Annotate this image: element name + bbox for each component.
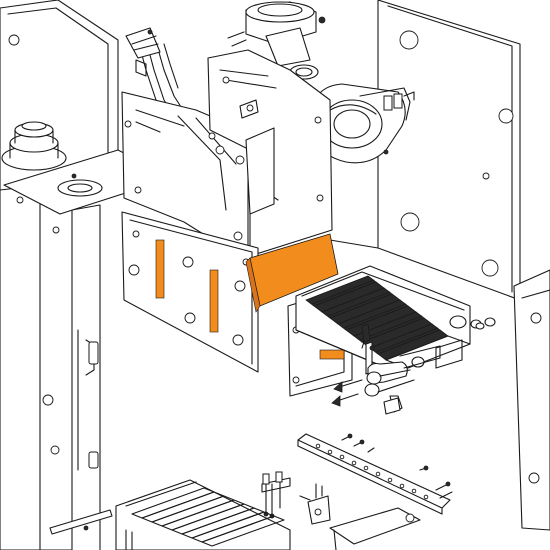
right-casing-panel bbox=[513, 269, 550, 531]
left-casing-panel bbox=[0, 0, 119, 550]
inspection-window-right bbox=[209, 269, 219, 333]
combustion-front-cover bbox=[121, 211, 259, 373]
fan-assembly-top bbox=[227, 1, 326, 80]
burner-ramp bbox=[49, 479, 291, 550]
burner-frame bbox=[329, 507, 421, 550]
pipe-connections bbox=[361, 323, 441, 415]
combustion-side-panel bbox=[207, 49, 333, 257]
inspection-window-left bbox=[155, 239, 165, 299]
burner-manifold-bar bbox=[297, 433, 453, 515]
rear-casing bbox=[329, 0, 521, 301]
insulation-panel bbox=[245, 233, 339, 313]
base-window-orange bbox=[319, 349, 345, 360]
flow-arrows bbox=[331, 379, 363, 407]
heat-exchanger bbox=[295, 265, 496, 373]
gasket-ring bbox=[475, 322, 485, 330]
ignition-electrodes bbox=[261, 471, 331, 525]
blower-housing bbox=[311, 83, 415, 164]
